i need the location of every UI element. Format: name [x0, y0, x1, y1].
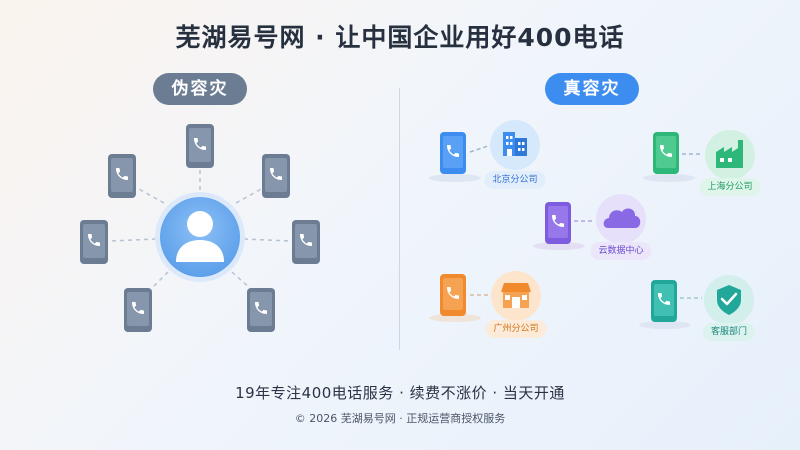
phone-icon: [262, 154, 290, 198]
phone-icon: [186, 124, 214, 168]
fake-dr-diagram: [80, 124, 320, 332]
factory-icon: [716, 140, 743, 168]
user-avatar-icon: [155, 192, 245, 282]
node-customer-service: [639, 275, 754, 329]
node-label-cloud: 云数据中心: [590, 242, 652, 260]
node-label-guangzhou: 广州分公司: [485, 320, 547, 338]
node-cloud: [533, 194, 646, 250]
real-dr-diagram: [429, 120, 755, 329]
page-title: 芜湖易号网 · 让中国企业用好400电话: [175, 23, 625, 52]
office-building-icon: [503, 132, 527, 156]
storefront-icon: [501, 283, 531, 308]
phone-icon: [108, 154, 136, 198]
footer-tagline: 19年专注400电话服务 · 续费不涨价 · 当天开通: [235, 384, 565, 402]
fake-dr-label: 伪容灾: [153, 73, 247, 105]
node-shanghai: [643, 130, 755, 182]
cloud-icon: [603, 208, 641, 228]
phone-icon: [80, 220, 108, 264]
node-label-shanghai: 上海分公司: [699, 178, 761, 196]
phone-icon: [292, 220, 320, 264]
shield-check-icon: [717, 285, 741, 315]
phone-icon: [247, 288, 275, 332]
node-guangzhou: [429, 271, 541, 322]
phone-icon: [124, 288, 152, 332]
center-divider: [399, 88, 400, 350]
node-beijing: [429, 120, 540, 182]
footer-copyright: © 2026 芜湖易号网 · 正规运营商授权服务: [294, 412, 506, 425]
real-dr-label: 真容灾: [545, 73, 639, 105]
node-label-customer-service: 客服部门: [702, 323, 756, 341]
node-label-beijing: 北京分公司: [484, 171, 546, 189]
